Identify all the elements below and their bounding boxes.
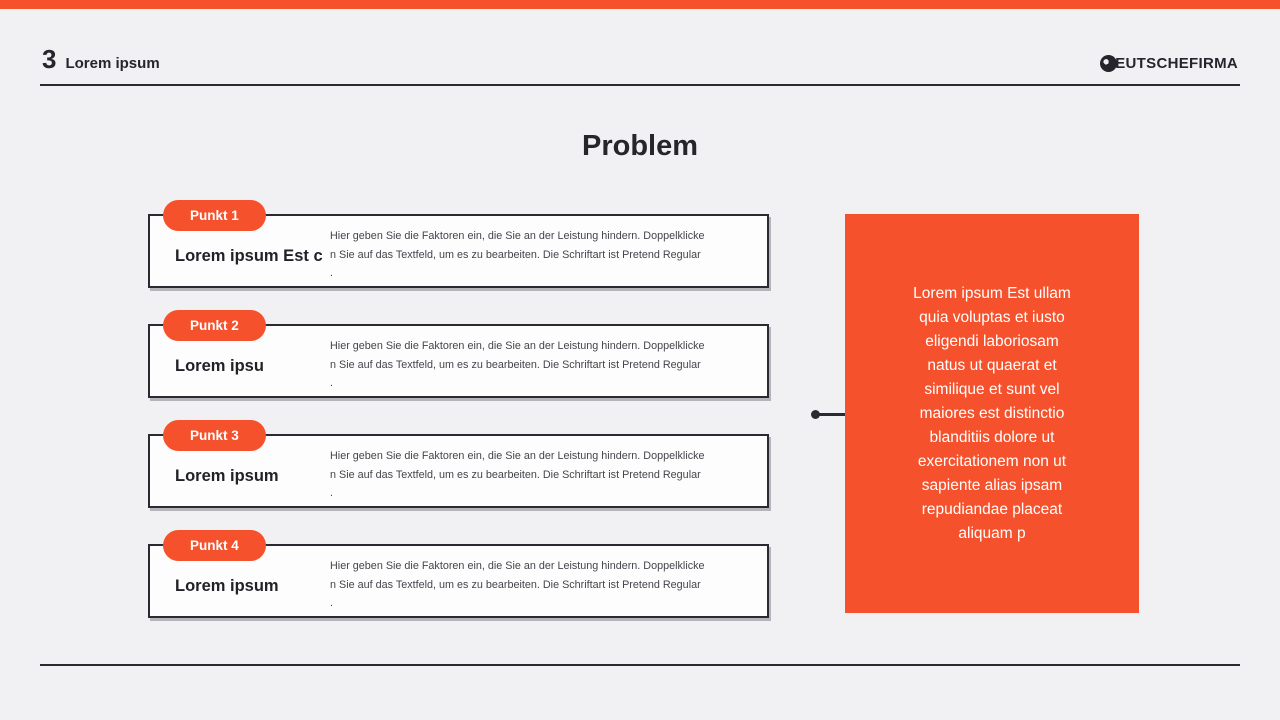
brand-mark-icon bbox=[1100, 55, 1118, 72]
point-card-1[interactable]: Punkt 1 Lorem ipsum Est c Hier geben Sie… bbox=[148, 200, 769, 288]
connector-dot-icon bbox=[811, 410, 820, 419]
top-accent-bar bbox=[0, 0, 1280, 9]
header-divider bbox=[40, 84, 1240, 86]
point-description-3[interactable]: Hier geben Sie die Faktoren ein, die Sie… bbox=[330, 450, 705, 499]
footer-divider bbox=[40, 664, 1240, 666]
callout-box[interactable]: Lorem ipsum Est ullam quia voluptas et i… bbox=[845, 214, 1139, 613]
point-description-2[interactable]: Hier geben Sie die Faktoren ein, die Sie… bbox=[330, 340, 705, 389]
slide-label[interactable]: Lorem ipsum bbox=[65, 55, 160, 72]
point-pill-1[interactable]: Punkt 1 bbox=[163, 200, 266, 231]
point-pill-2[interactable]: Punkt 2 bbox=[163, 310, 266, 341]
point-description-4[interactable]: Hier geben Sie die Faktoren ein, die Sie… bbox=[330, 560, 705, 609]
point-description-1[interactable]: Hier geben Sie die Faktoren ein, die Sie… bbox=[330, 230, 705, 279]
point-pill-3[interactable]: Punkt 3 bbox=[163, 420, 266, 451]
point-title-1[interactable]: Lorem ipsum Est c bbox=[175, 246, 323, 265]
point-title-4[interactable]: Lorem ipsum bbox=[175, 576, 279, 595]
slide-title[interactable]: Problem bbox=[581, 130, 699, 162]
point-pill-4[interactable]: Punkt 4 bbox=[163, 530, 266, 561]
point-card-2[interactable]: Punkt 2 Lorem ipsu Hier geben Sie die Fa… bbox=[148, 310, 769, 398]
slide-header: 3 Lorem ipsum bbox=[42, 44, 160, 75]
point-card-4[interactable]: Punkt 4 Lorem ipsum Hier geben Sie die F… bbox=[148, 530, 769, 618]
point-title-2[interactable]: Lorem ipsu bbox=[175, 356, 264, 375]
brand-name: EUTSCHEFIRMA bbox=[1115, 55, 1238, 72]
point-title-3[interactable]: Lorem ipsum bbox=[175, 466, 279, 485]
callout-text[interactable]: Lorem ipsum Est ullam quia voluptas et i… bbox=[913, 284, 1071, 542]
connector-line bbox=[816, 413, 846, 416]
points-list: Punkt 1 Lorem ipsum Est c Hier geben Sie… bbox=[148, 200, 769, 654]
slide-number: 3 bbox=[42, 44, 57, 74]
point-card-3[interactable]: Punkt 3 Lorem ipsum Hier geben Sie die F… bbox=[148, 420, 769, 508]
brand-logo: EUTSCHEFIRMA bbox=[1100, 55, 1238, 72]
